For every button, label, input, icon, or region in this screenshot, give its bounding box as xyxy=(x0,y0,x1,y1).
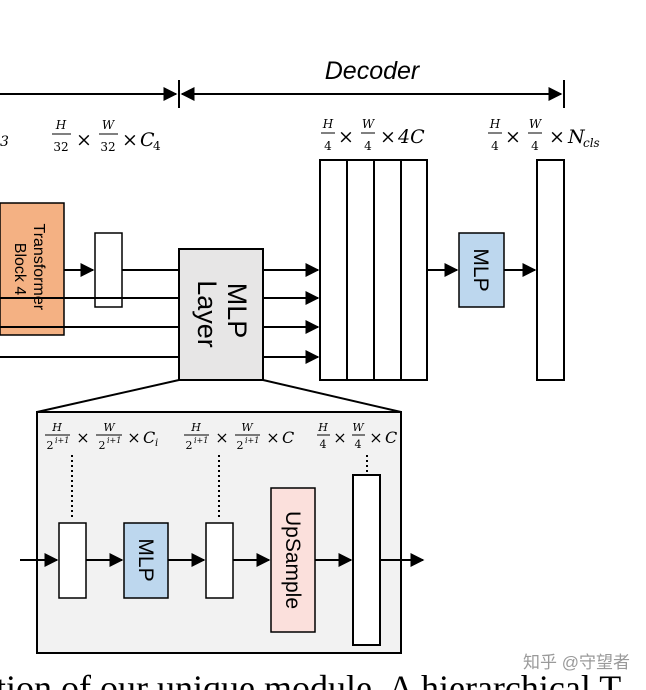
detail-mlp-label: MLP xyxy=(134,538,157,581)
concat-features xyxy=(319,159,428,381)
detail-feature-c xyxy=(205,522,234,599)
mlp-label: MLP xyxy=(469,248,492,291)
svg-text:2: 2 xyxy=(99,439,106,452)
svg-text:2: 2 xyxy=(47,439,54,452)
detail-upsample-label: UpSample xyxy=(281,511,304,609)
svg-text:H: H xyxy=(51,421,62,434)
svg-text:C: C xyxy=(282,428,294,447)
svg-text:i+1: i+1 xyxy=(194,436,208,445)
svg-text:2: 2 xyxy=(237,439,244,452)
detail-dim-ci: H 2 i+1 × W 2 i+1 × C i xyxy=(45,421,158,452)
feature-block-c4 xyxy=(94,232,123,308)
mlp-layer-block xyxy=(178,248,264,381)
zoom-line-left xyxy=(36,379,180,413)
svg-text:4C: 4C xyxy=(397,126,425,148)
svg-text:W: W xyxy=(352,421,365,434)
mlp-layer-label: MLP Layer xyxy=(192,280,252,348)
svg-text:i+1: i+1 xyxy=(55,436,69,445)
detail-feature-ci xyxy=(58,522,87,599)
svg-text:32: 32 xyxy=(53,140,68,154)
svg-text:×: × xyxy=(505,126,521,148)
caption-fragment: tion of our unique module. A hierarchica… xyxy=(0,668,621,690)
detail-feature-quarter xyxy=(352,474,381,646)
svg-text:×: × xyxy=(369,428,382,447)
svg-text:2: 2 xyxy=(186,439,193,452)
dim-label-c4: H 32 × W 32 × C 4 xyxy=(52,118,161,154)
svg-text:×: × xyxy=(333,428,346,447)
svg-text:N: N xyxy=(567,126,586,148)
dim-label-output: H 4 × W 4 × N cls xyxy=(488,117,600,153)
svg-text:×: × xyxy=(380,126,396,148)
svg-text:cls: cls xyxy=(583,136,600,150)
svg-text:C: C xyxy=(140,129,155,151)
svg-text:×: × xyxy=(549,126,565,148)
svg-text:×: × xyxy=(266,428,279,447)
svg-text:4: 4 xyxy=(355,438,362,451)
svg-text:×: × xyxy=(338,126,354,148)
svg-text:i+1: i+1 xyxy=(107,436,121,445)
svg-text:W: W xyxy=(103,421,116,434)
output-block xyxy=(536,159,565,381)
svg-text:×: × xyxy=(122,129,138,151)
svg-text:4: 4 xyxy=(324,139,332,153)
svg-text:×: × xyxy=(76,129,92,151)
transformer-block-label: Transformer Block 4 xyxy=(11,224,47,315)
svg-text:W: W xyxy=(102,118,116,132)
decoder-title: Decoder xyxy=(325,57,421,85)
svg-text:C: C xyxy=(385,428,397,447)
detail-dim-c: H 2 i+1 × W 2 i+1 × C xyxy=(184,421,294,452)
svg-text:4: 4 xyxy=(364,139,372,153)
zoom-line-right xyxy=(262,379,402,413)
detail-mlp-block xyxy=(123,522,169,599)
svg-text:4: 4 xyxy=(491,139,499,153)
svg-text:×: × xyxy=(76,428,89,447)
svg-text:4: 4 xyxy=(320,438,327,451)
svg-text:H: H xyxy=(489,117,501,131)
svg-text:i+1: i+1 xyxy=(245,436,259,445)
dim-label-concat: H 4 × W 4 × 4C xyxy=(321,117,425,153)
svg-text:32: 32 xyxy=(100,140,115,154)
svg-text:W: W xyxy=(529,117,543,131)
svg-text:4: 4 xyxy=(153,139,161,153)
dim-cut-left: 3 xyxy=(0,134,9,150)
svg-text:i: i xyxy=(155,438,158,449)
svg-text:×: × xyxy=(215,428,228,447)
svg-text:H: H xyxy=(55,118,67,132)
svg-text:W: W xyxy=(362,117,376,131)
svg-text:C: C xyxy=(143,428,155,447)
svg-text:4: 4 xyxy=(531,139,539,153)
svg-text:H: H xyxy=(322,117,334,131)
svg-text:H: H xyxy=(317,421,328,434)
watermark: 知乎 @守望者 xyxy=(523,653,630,672)
detail-dim-quarter: H 4 × W 4 × C xyxy=(317,421,397,451)
svg-text:H: H xyxy=(190,421,201,434)
svg-text:W: W xyxy=(241,421,254,434)
svg-text:×: × xyxy=(127,428,140,447)
